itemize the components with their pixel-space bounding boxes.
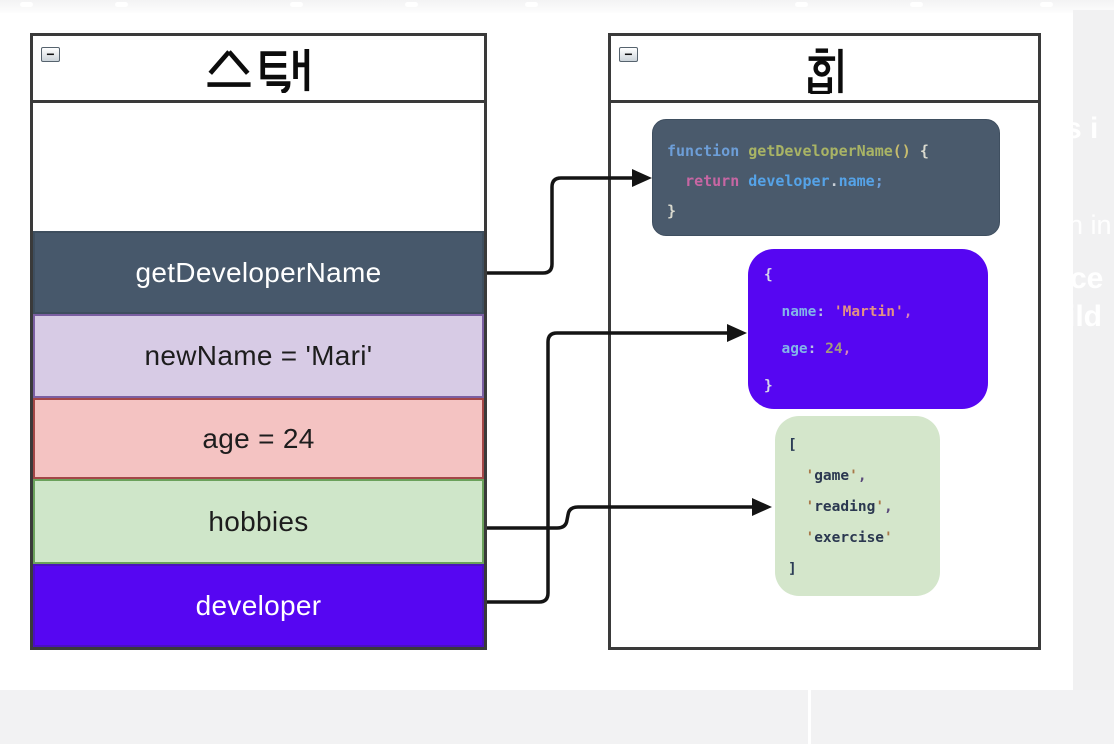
stack-title-bar: − 스택 (33, 36, 484, 103)
code-token (788, 499, 805, 515)
code-line: 'game', (788, 461, 940, 492)
stack-rows: getDeveloperName newName = 'Mari' age = 24… (33, 103, 484, 647)
top-glyph-fragment (525, 2, 538, 7)
top-cropped-text-strip (0, 0, 1114, 13)
code-token: function (667, 142, 749, 160)
heap-developer-object: { name: 'Martin', age: 24,} (748, 249, 988, 409)
top-glyph-fragment (795, 2, 808, 7)
code-line: [ (788, 430, 940, 461)
stack-row-label: age = 24 (202, 422, 315, 454)
code-token: ' (884, 530, 893, 546)
code-token: } (667, 202, 677, 220)
stack-row-newName: newName = 'Mari' (33, 314, 484, 398)
stack-row-getDeveloperName: getDeveloperName (33, 231, 484, 314)
top-glyph-fragment (115, 2, 128, 7)
background-text-fragment: ce (1073, 262, 1104, 295)
stack-row-label: newName = 'Mari' (144, 340, 373, 371)
code-line: { (764, 257, 988, 294)
code-token: { (910, 142, 929, 160)
heap-hobbies-array: [ 'game', 'reading', 'exercise'] (775, 416, 940, 596)
stack-row-label: getDeveloperName (135, 256, 382, 288)
code-token: getDeveloperName (748, 142, 893, 160)
code-line: } (764, 368, 988, 405)
code-token: : (807, 341, 826, 357)
code-token: ' (805, 468, 815, 484)
bottom-panel-divider (808, 690, 811, 744)
heap-title-glyph (808, 47, 843, 94)
code-token: ; (874, 172, 884, 190)
code-token (788, 468, 805, 484)
code-token: , (842, 341, 852, 357)
code-token: ] (788, 561, 797, 577)
code-line: name: 'Martin', (764, 294, 988, 331)
code-token: { (764, 267, 773, 283)
background-text-fragment: s i (1073, 112, 1099, 145)
code-token: game (814, 468, 850, 484)
code-line: function getDeveloperName() { (667, 136, 999, 166)
stack-row-developer: developer (33, 564, 484, 647)
code-token (764, 304, 781, 320)
stack-row-hobbies: hobbies (33, 479, 484, 564)
background-text-fragment: ild (1073, 300, 1102, 333)
code-token: developer (748, 172, 830, 190)
code-token (764, 341, 781, 357)
code-line: age: 24, (764, 331, 988, 368)
stack-collapse-button[interactable]: − (41, 47, 60, 62)
code-token: , (884, 499, 893, 515)
stack-row-age: age = 24 (33, 398, 484, 479)
code-token: () (892, 142, 911, 160)
heap-collapse-button[interactable]: − (619, 47, 638, 62)
background-text-fragment: n in (1073, 210, 1112, 240)
code-token: ' (875, 499, 885, 515)
right-background-panel: s i n in ce ild (1073, 10, 1114, 744)
code-token (667, 172, 685, 190)
code-token: return (685, 172, 749, 190)
code-token: , (857, 468, 867, 484)
stack-row-empty-frame (33, 103, 484, 231)
heap-container: − 힙 function getDeveloperName() { return… (608, 33, 1041, 650)
code-token: age (781, 341, 808, 357)
code-token: exercise (814, 530, 885, 546)
code-line: } (667, 196, 999, 226)
code-token: . (829, 172, 839, 190)
top-glyph-fragment (1040, 2, 1053, 7)
code-line: 'exercise' (788, 523, 940, 554)
stack-title-glyph (206, 48, 309, 93)
code-token: , (903, 304, 913, 320)
code-token: } (764, 378, 773, 394)
code-token: name (838, 172, 875, 190)
bottom-background-panel (0, 690, 1114, 744)
code-token: 'Martin' (833, 304, 904, 320)
stack-row-label: developer (195, 589, 322, 621)
code-token: ' (805, 499, 815, 515)
top-glyph-fragment (910, 2, 923, 7)
code-line: return developer.name; (667, 166, 999, 196)
heap-function-object: function getDeveloperName() { return dev… (652, 119, 1000, 236)
code-line: ] (788, 554, 940, 585)
stack-row-label: hobbies (208, 505, 309, 537)
top-glyph-fragment (20, 2, 33, 7)
stack-container: − 스택 getDeveloperName newName = 'Mari' age… (30, 33, 487, 650)
code-token (788, 530, 805, 546)
code-token: name (781, 304, 817, 320)
code-token: ' (849, 468, 858, 484)
top-glyph-fragment (290, 2, 303, 7)
code-token: : (816, 304, 834, 320)
top-glyph-fragment (405, 2, 418, 7)
code-token: ' (805, 530, 815, 546)
code-token: reading (814, 499, 876, 515)
code-line: 'reading', (788, 492, 940, 523)
code-token: [ (788, 437, 797, 453)
code-token: 24 (825, 341, 843, 357)
heap-title-bar: − 힙 (611, 36, 1038, 103)
heap-content: function getDeveloperName() { return dev… (611, 103, 1038, 647)
